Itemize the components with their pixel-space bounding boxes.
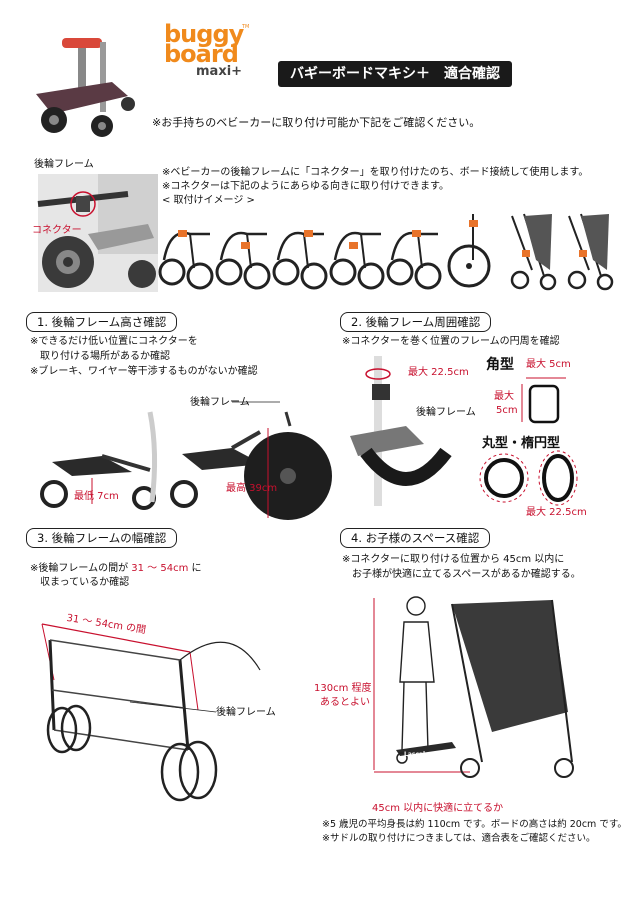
round-title: 丸型・楕円型 (482, 436, 561, 451)
width-diagram (41, 623, 261, 802)
board-logo: Lascal (404, 751, 426, 758)
label-connector: コネクター (32, 225, 82, 236)
connector-note3: < 取付けイメージ > (162, 195, 255, 206)
square-height2: 5cm (496, 405, 518, 416)
mounting-images (158, 213, 614, 291)
mount-image (386, 230, 442, 290)
sec4-foot1: ※5 歳児の平均身長は約 110cm です。ボードの高さは約 20cm です。 (322, 819, 627, 830)
section1-header: 1. 後輪フレーム高さ確認 (26, 312, 178, 332)
circumference-diagram (350, 356, 452, 506)
sec1-line3: ※ブレーキ、ワイヤー等干渉するものがないか確認 (30, 366, 258, 377)
brand-model: maxi+ (196, 64, 243, 79)
connector-note2: ※コネクターは下記のようにあらゆる向きに取り付けできます。 (162, 181, 449, 192)
sec4-height1: 130cm 程度 (314, 683, 372, 694)
mount-image (510, 213, 557, 291)
sec1-line1: ※できるだけ低い位置にコネクターを (30, 336, 198, 347)
brand-line2: board (164, 40, 239, 68)
sec1-frame-label: 後輪フレーム (190, 397, 250, 408)
connector-note1: ※ベビーカーの後輪フレームに「コネクター」を取り付けたのち、ボード接続して使用し… (162, 167, 589, 178)
square-width: 最大 5cm (526, 359, 571, 370)
mount-image (447, 214, 491, 288)
label-rear-frame-top: 後輪フレーム (34, 159, 94, 170)
section4-header: 4. お子様のスペース確認 (340, 528, 491, 548)
height-diagram (40, 401, 332, 520)
sec4-line1: ※コネクターに取り付ける位置から 45cm 以内に (342, 554, 565, 565)
sec4-foot2: ※サドルの取り付けにつきましては、適合表をご確認ください。 (322, 833, 596, 844)
sec4-space-label: 45cm 以内に快適に立てるか (372, 803, 504, 814)
mount-image (158, 230, 214, 290)
square-shape (521, 377, 566, 424)
space-diagram (373, 596, 574, 778)
sec3-line1-pre: ※後輪フレームの間が (30, 563, 132, 574)
brand-line1: buggy (164, 20, 244, 48)
sec4-height2: あるとよい (320, 697, 370, 708)
sec4-line2: お子様が快適に立てるスペースがあるか確認する。 (342, 569, 581, 580)
sec1-line2: 取り付ける場所があるか確認 (30, 351, 170, 362)
section3-header: 3. 後輪フレームの幅確認 (26, 528, 178, 548)
sec1-max: 最高 39cm (226, 483, 278, 494)
sec2-frame-label: 後輪フレーム (416, 407, 476, 418)
brand-logo: buggy board TM maxi+ (164, 20, 274, 79)
sec1-min: 最低 7cm (74, 491, 119, 502)
mount-image (567, 213, 614, 291)
product-photo (36, 38, 135, 137)
round-max: 最大 22.5cm (526, 507, 587, 518)
brand-tm: TM (242, 24, 250, 30)
mount-image (329, 231, 385, 290)
connector-photo (37, 174, 158, 292)
sec3-line1: ※後輪フレームの間が 31 〜 54cm に (30, 562, 202, 576)
sec3-frame-label: 後輪フレーム (216, 707, 276, 718)
round-shapes (479, 450, 578, 506)
mount-image (215, 231, 271, 290)
mount-image (272, 230, 328, 290)
sec3-line2: 収まっているか確認 (30, 577, 130, 588)
sec3-line1-post: に (188, 563, 202, 574)
section2-header: 2. 後輪フレーム周囲確認 (340, 312, 492, 332)
square-height1: 最大 (494, 391, 514, 402)
intro-text: ※お手持ちのベビーカーに取り付け可能か下記をご確認ください。 (152, 116, 481, 129)
sec2-line: ※コネクターを巻く位置のフレームの円周を確認 (342, 336, 560, 347)
page-title: バギーボードマキシ＋ 適合確認 (278, 61, 512, 87)
sec3-line1-val: 31 〜 54cm (131, 563, 189, 574)
sec2-max-circ: 最大 22.5cm (408, 367, 469, 378)
square-title: 角型 (486, 357, 514, 373)
